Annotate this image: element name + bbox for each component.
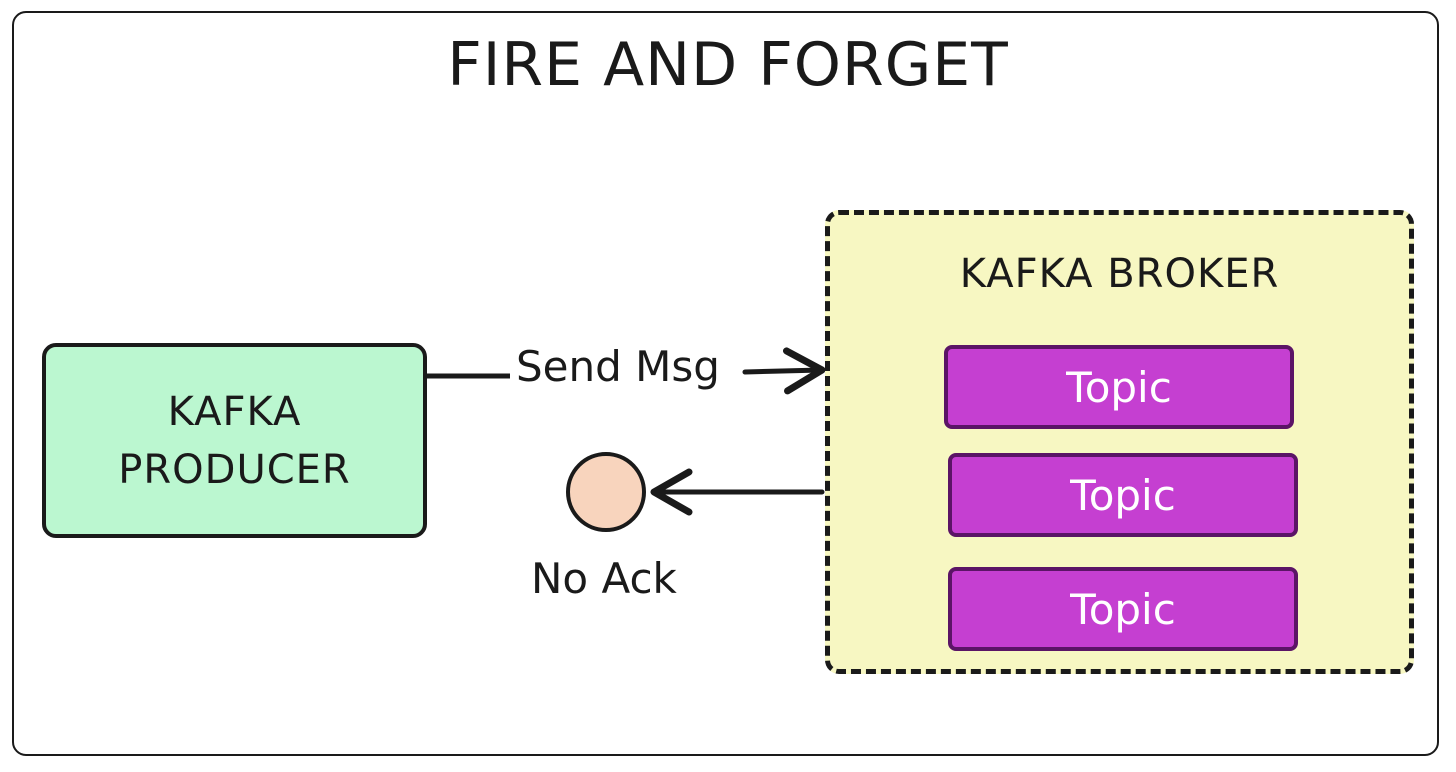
kafka-broker-node: KAFKA BROKER Topic Topic Topic — [825, 210, 1414, 674]
send-msg-label: Send Msg — [510, 342, 726, 391]
producer-label: KAFKA PRODUCER — [118, 383, 350, 499]
diagram-title: FIRE AND FORGET — [447, 30, 1009, 100]
topic-node: Topic — [948, 453, 1298, 537]
ack-circle-node — [566, 452, 646, 532]
kafka-producer-node: KAFKA PRODUCER — [42, 343, 427, 538]
topic-node: Topic — [944, 345, 1294, 429]
producer-label-line2: PRODUCER — [118, 446, 351, 493]
no-ack-label: No Ack — [531, 554, 677, 603]
producer-label-line1: KAFKA — [167, 388, 302, 435]
broker-title: KAFKA BROKER — [959, 251, 1280, 297]
topic-node: Topic — [948, 567, 1298, 651]
